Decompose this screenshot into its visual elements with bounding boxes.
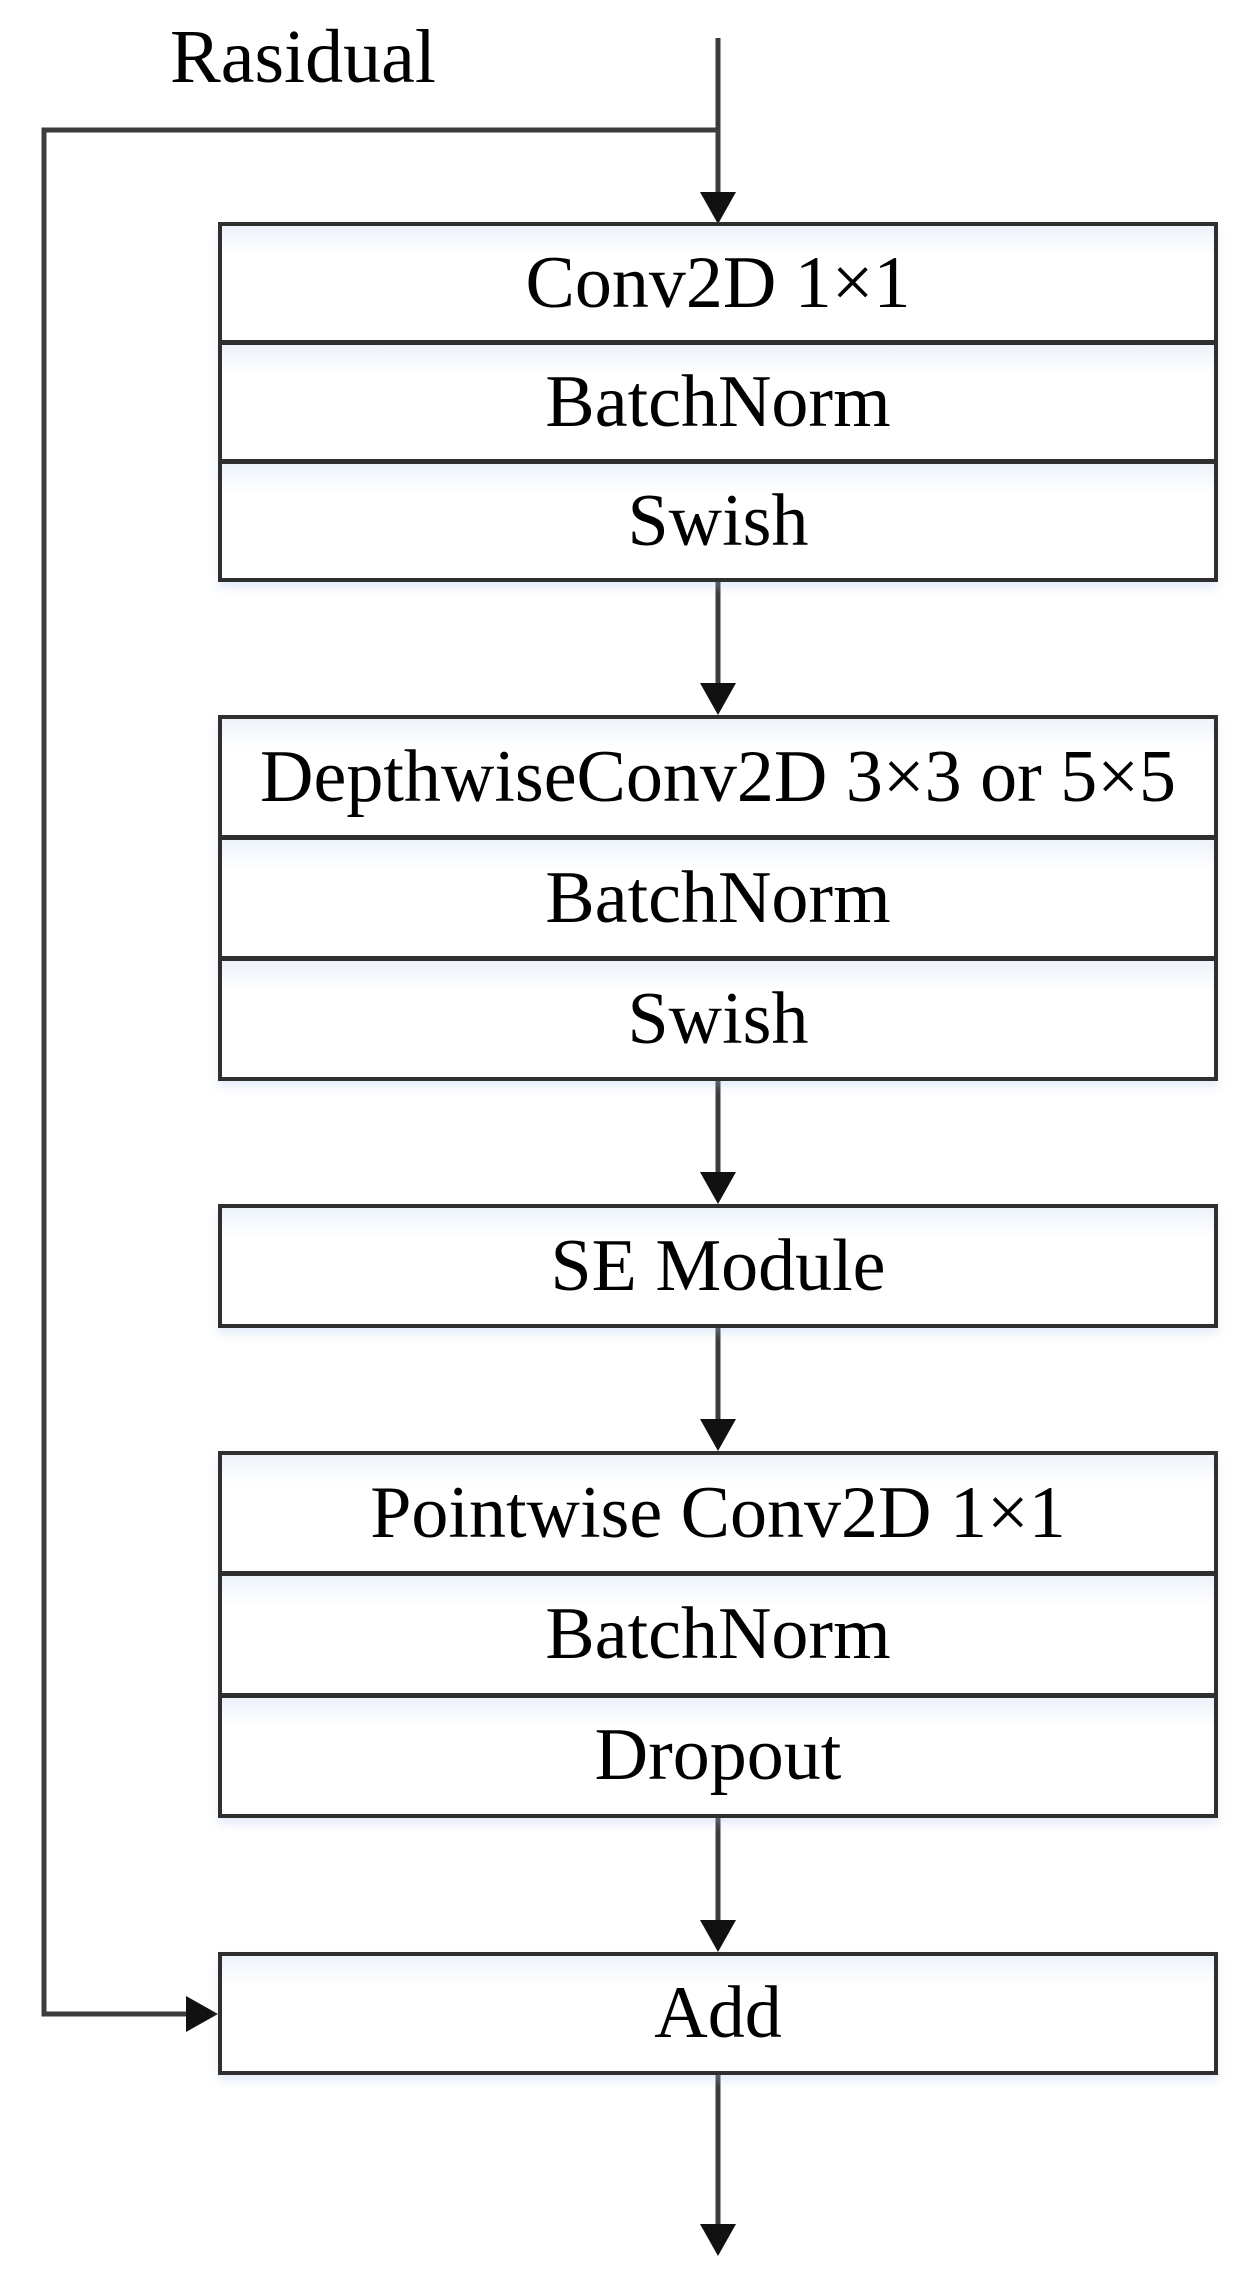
layer-row-depthwise-conv2d: DepthwiseConv2D 3×3 or 5×5	[222, 719, 1214, 840]
block-add: Add	[218, 1952, 1218, 2075]
layer-row-conv2d-1x1: Conv2D 1×1	[222, 226, 1214, 345]
output-arrow	[700, 2075, 736, 2256]
arrow-se-to-pointwise	[700, 1328, 736, 1451]
layer-row-pointwise-conv2d: Pointwise Conv2D 1×1	[222, 1455, 1214, 1577]
arrow-expand-to-depthwise	[700, 582, 736, 715]
residual-label: Rasidual	[170, 15, 436, 99]
block-expand-conv: Conv2D 1×1 BatchNorm Swish	[218, 222, 1218, 582]
layer-row-batchnorm: BatchNorm	[222, 840, 1214, 961]
block-depthwise-conv: DepthwiseConv2D 3×3 or 5×5 BatchNorm Swi…	[218, 715, 1218, 1081]
layer-row-dropout: Dropout	[222, 1697, 1214, 1814]
arrowhead-down-icon	[700, 683, 736, 715]
arrow-depthwise-to-se	[700, 1081, 736, 1204]
layer-row-swish: Swish	[222, 961, 1214, 1077]
arrowhead-down-icon	[700, 1172, 736, 1204]
input-arrow	[700, 38, 736, 224]
arrowhead-down-icon	[700, 192, 736, 224]
layer-row-batchnorm: BatchNorm	[222, 1576, 1214, 1698]
block-se-module: SE Module	[218, 1204, 1218, 1328]
arrowhead-down-icon	[700, 1920, 736, 1952]
residual-connection-line	[41, 127, 718, 2032]
arrowhead-right-icon	[186, 1996, 218, 2032]
layer-row-batchnorm: BatchNorm	[222, 345, 1214, 464]
arrowhead-down-icon	[700, 1419, 736, 1451]
layer-row-swish: Swish	[222, 464, 1214, 578]
layer-row-se-module: SE Module	[222, 1208, 1214, 1324]
arrowhead-down-icon	[700, 2224, 736, 2256]
layer-row-add: Add	[222, 1956, 1214, 2071]
arrow-pointwise-to-add	[700, 1818, 736, 1952]
block-pointwise-conv: Pointwise Conv2D 1×1 BatchNorm Dropout	[218, 1451, 1218, 1818]
